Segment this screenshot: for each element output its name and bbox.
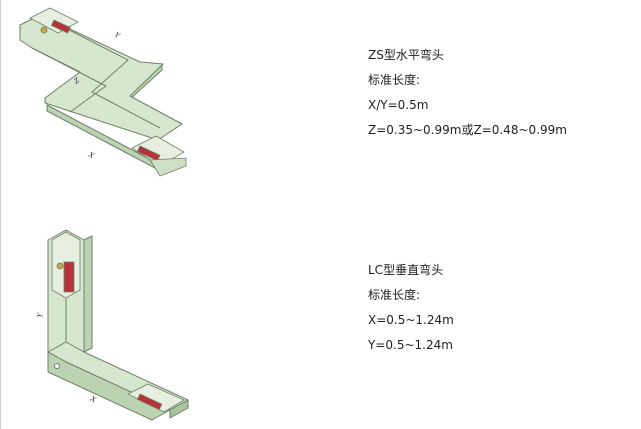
lc-length-heading: 标准长度: bbox=[368, 288, 421, 302]
zs-x-axis-label: X bbox=[86, 150, 96, 160]
lc-title: LC型垂直弯头 bbox=[368, 263, 444, 277]
zs-dimension-xy: X/Y=0.5m bbox=[368, 98, 429, 112]
zs-dimension-z: Z=0.35~0.99m或Z=0.48~0.99m bbox=[368, 123, 567, 137]
zs-y-axis-label: Y bbox=[113, 31, 122, 41]
zs-bottom-connector bbox=[131, 135, 187, 177]
lc-y-axis-label: Y bbox=[36, 311, 45, 318]
zs-length-heading: 标准长度: bbox=[368, 73, 421, 87]
zs-elbow-body bbox=[19, 14, 183, 169]
lc-x-axis-label: X bbox=[88, 394, 98, 404]
lc-dimension-y: Y=0.5~1.24m bbox=[368, 338, 453, 352]
lc-top-connector bbox=[51, 231, 81, 299]
zs-z-axis-label: Z bbox=[72, 76, 82, 86]
zs-top-connector bbox=[29, 7, 79, 34]
lc-dimension-x: X=0.5~1.24m bbox=[368, 313, 454, 327]
page-left-border bbox=[0, 0, 1, 429]
zs-title: ZS型水平弯头 bbox=[368, 48, 444, 62]
lc-right-connector bbox=[127, 383, 185, 413]
